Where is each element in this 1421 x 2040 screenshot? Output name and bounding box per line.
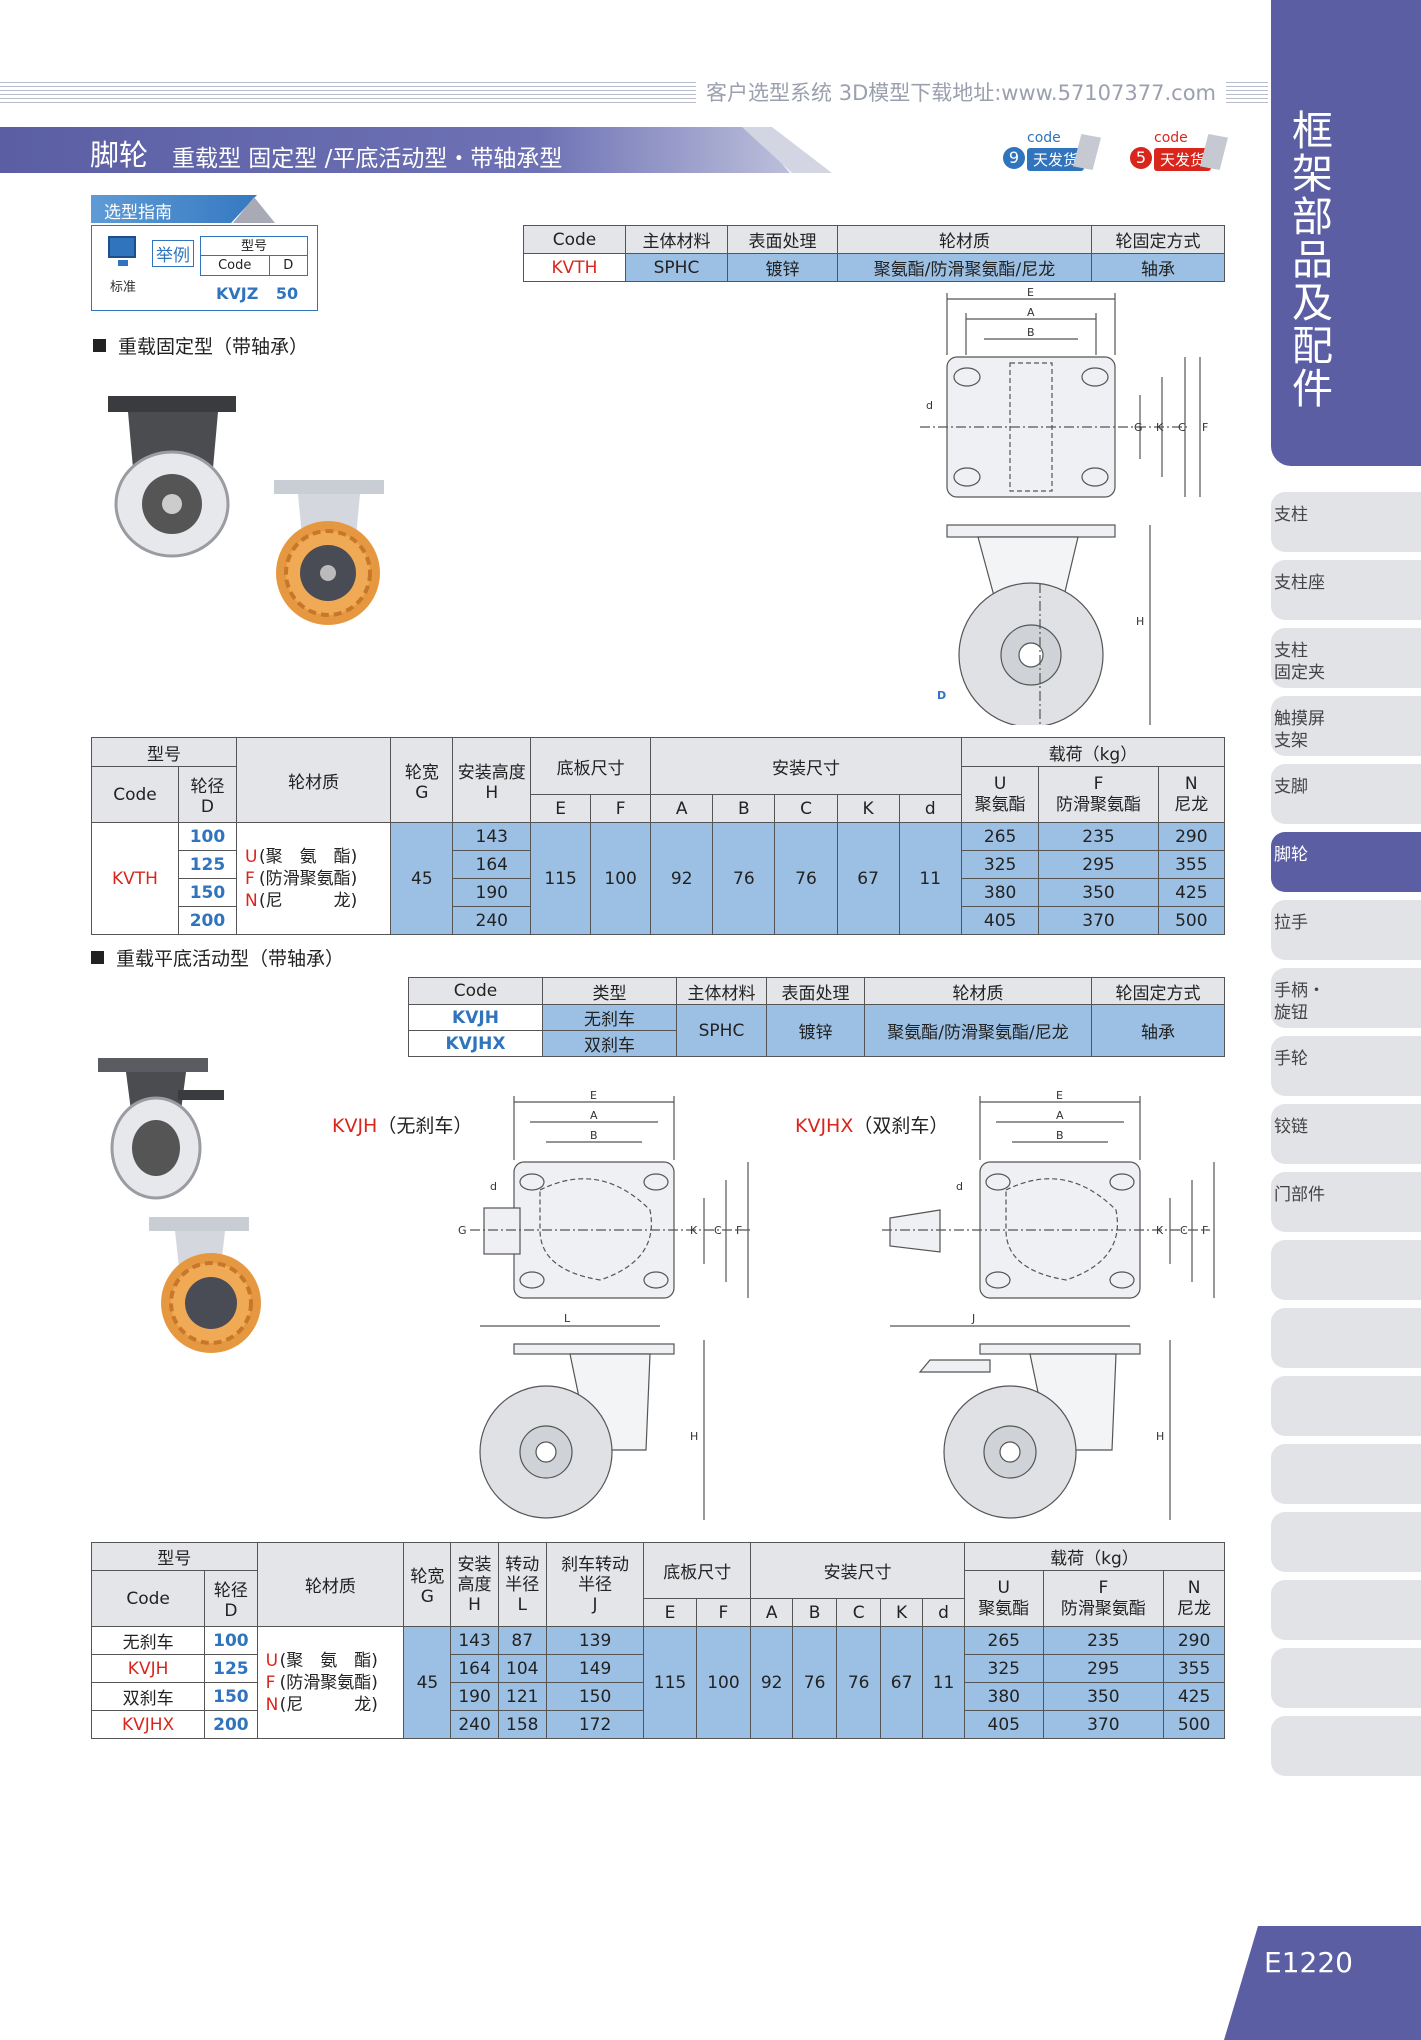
- svg-text:K: K: [690, 1224, 698, 1237]
- sidebar-item-17[interactable]: [1271, 1648, 1421, 1708]
- dim-label-dia: D: [937, 689, 946, 702]
- caster-photo-white: [108, 396, 236, 558]
- guide-standard: 标准: [110, 280, 137, 295]
- svg-text:B: B: [590, 1129, 598, 1142]
- guide-example: 举例: [152, 240, 194, 267]
- sidebar-item-16[interactable]: [1271, 1580, 1421, 1640]
- sidebar-item-6[interactable]: 拉手: [1271, 900, 1421, 960]
- table-row: 200 240 405 370 500: [92, 906, 1226, 935]
- dimension-table-fixed: 型号 轮材质 轮宽 G 安装高度 H 底板尺寸 安装尺寸 载荷（kg） Code…: [91, 737, 1226, 935]
- dim-label-b: B: [1027, 326, 1035, 339]
- svg-text:C: C: [714, 1224, 722, 1237]
- sidebar-item-3[interactable]: 触摸屏 支架: [1271, 696, 1421, 756]
- dimension-drawing-kvjhx: E A B K C F d J H: [882, 1090, 1215, 1520]
- table-row: 双刹车 150 190 121 150 380 350 425: [90, 1682, 1225, 1711]
- sidebar-category-panel: [1271, 0, 1421, 466]
- table-row: KVJHX 200 240 158 172 405 370 500: [90, 1710, 1225, 1739]
- page-number-tab: E1220: [1224, 1926, 1421, 2040]
- sidebar-item-7[interactable]: 手柄・ 旋钮: [1271, 968, 1421, 1028]
- dim-label-h: H: [1136, 615, 1144, 628]
- table-row: 无刹车 100 U(聚 氨 酯) F(防滑聚氨酯) N(尼 龙) 45 143 …: [90, 1626, 1225, 1739]
- computer-icon: [108, 236, 136, 266]
- delivery-icon: [1073, 134, 1101, 170]
- header-band: [0, 127, 790, 173]
- svg-text:F: F: [736, 1224, 742, 1237]
- dim-label-f: F: [1202, 421, 1208, 434]
- sidebar-item-2[interactable]: 支柱 固定夹: [1271, 628, 1421, 688]
- download-banner-text[interactable]: 客户选型系统 3D模型下载地址:www.57107377.com: [696, 82, 1226, 104]
- svg-text:F: F: [1202, 1224, 1208, 1237]
- svg-text:A: A: [1056, 1109, 1064, 1122]
- sidebar-category-title: 框架部品及配件: [1292, 107, 1333, 413]
- sidebar-item-0[interactable]: 支柱: [1271, 492, 1421, 552]
- table-row: 150 190 380 350 425: [92, 878, 1226, 907]
- delivery-badge-5: code 5 天发货: [1130, 130, 1228, 176]
- sidebar-item-14[interactable]: [1271, 1444, 1421, 1504]
- guide-example-value: KVJZ 50: [216, 284, 299, 303]
- svg-text:G: G: [458, 1224, 467, 1237]
- page-subtitle: 重载型 固定型 /平底活动型・带轴承型: [172, 146, 563, 172]
- svg-text:d: d: [490, 1180, 497, 1193]
- svg-text:H: H: [1156, 1430, 1164, 1443]
- dim-label-c: C: [1178, 421, 1186, 434]
- dim-label-a: A: [1027, 306, 1035, 319]
- drawing-label-kvjhx: KVJHX（双刹车）: [795, 1115, 949, 1137]
- page-number: E1220: [1264, 1946, 1353, 1979]
- spec-table-fixed: Code 主体材料 表面处理 轮材质 轮固定方式 KVTH SPHC 镀锌 聚氨…: [523, 225, 1225, 282]
- delivery-badge-9: code 9 天发货: [1003, 130, 1101, 176]
- sidebar-item-11[interactable]: [1271, 1240, 1421, 1300]
- page-title: 脚轮: [90, 138, 149, 172]
- sidebar-item-1[interactable]: 支柱座: [1271, 560, 1421, 620]
- sidebar-item-5[interactable]: 脚轮: [1271, 832, 1421, 892]
- page-header: 脚轮 重载型 固定型 /平底活动型・带轴承型: [0, 127, 832, 173]
- sidebar-item-12[interactable]: [1271, 1308, 1421, 1368]
- table-row: 125 164 325 295 355: [92, 850, 1226, 879]
- svg-text:B: B: [1056, 1129, 1064, 1142]
- sidebar-item-9[interactable]: 铰链: [1271, 1104, 1421, 1164]
- section-title-swivel: 重载平底活动型（带轴承）: [91, 944, 344, 971]
- dim-label-g: G: [1134, 421, 1143, 434]
- caster-photo-orange: [274, 480, 384, 625]
- selection-guide-bar: 选型指南: [91, 195, 281, 223]
- dimension-drawing-kvjh: E A B G K C F d L H: [458, 1090, 750, 1520]
- section-title-fixed: 重载固定型（带轴承）: [93, 332, 308, 359]
- svg-text:C: C: [1180, 1224, 1188, 1237]
- delivery-icon: [1200, 134, 1228, 170]
- drawing-label-kvjh: KVJH（无刹车）: [332, 1115, 473, 1137]
- top-banner: 客户选型系统 3D模型下载地址:www.57107377.com: [0, 82, 1268, 104]
- svg-text:H: H: [690, 1430, 698, 1443]
- sidebar-item-10[interactable]: 门部件: [1271, 1172, 1421, 1232]
- dimension-table-swivel: 型号 轮材质 轮宽 G 安装 高度 H 转动 半径 L 刹车转动 半径 J 底板…: [90, 1542, 1226, 1739]
- table-row: KVTH 100 U(聚 氨 酯) F(防滑聚氨酯) N(尼 龙) 45 143…: [91, 822, 1226, 935]
- sidebar-item-18[interactable]: [1271, 1716, 1421, 1776]
- caster-photo-swivel-orange: [149, 1217, 261, 1353]
- dim-label-k: K: [1156, 421, 1164, 434]
- svg-text:J: J: [971, 1312, 975, 1325]
- sidebar-item-4[interactable]: 支脚: [1271, 764, 1421, 824]
- table-row: KVJH 125 164 104 149 325 295 355: [90, 1654, 1225, 1683]
- sidebar-item-15[interactable]: [1271, 1512, 1421, 1572]
- svg-text:E: E: [1056, 1090, 1063, 1102]
- dim-label-e: E: [1027, 286, 1034, 299]
- svg-text:K: K: [1156, 1224, 1164, 1237]
- spec-table-swivel: Code 类型 主体材料 表面处理 轮材质 轮固定方式 KVJH 无刹车 SPH…: [408, 977, 1225, 1057]
- svg-text:A: A: [590, 1109, 598, 1122]
- sidebar-item-13[interactable]: [1271, 1376, 1421, 1436]
- dimension-drawing-fixed: E A B G K C F d H D: [920, 286, 1208, 725]
- selection-guide-label: 选型指南: [104, 203, 172, 223]
- svg-text:d: d: [956, 1180, 963, 1193]
- caster-photo-swivel-brake: [98, 1058, 224, 1200]
- dim-label-d: d: [926, 399, 933, 412]
- sidebar-item-8[interactable]: 手轮: [1271, 1036, 1421, 1096]
- svg-text:L: L: [564, 1312, 571, 1325]
- svg-text:E: E: [590, 1090, 597, 1102]
